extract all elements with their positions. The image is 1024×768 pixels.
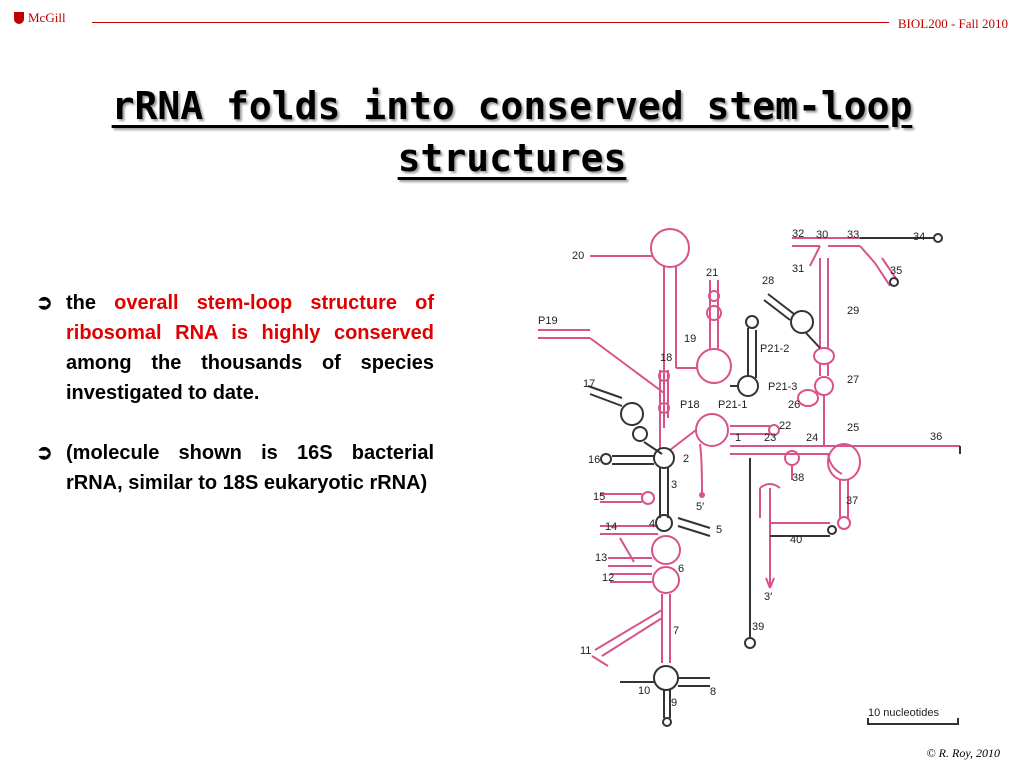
- bullet-1-tail: among the thousands of species investiga…: [66, 352, 434, 404]
- helix-label: 39: [752, 621, 764, 633]
- bullet-2-text: (molecule shown is 16S bacterial rRNA, s…: [66, 442, 434, 494]
- helix-label: 18: [660, 352, 672, 364]
- helix-label: 15: [593, 491, 605, 503]
- helix-label: 9: [671, 697, 677, 709]
- scale-bar-label: 10 nucleotides: [868, 707, 939, 719]
- helix-label: 34: [913, 231, 925, 243]
- helix-label: 5: [716, 524, 722, 536]
- helix-label: 29: [847, 305, 859, 317]
- bullet-1-lead: the: [66, 292, 115, 314]
- helix-label: 11: [580, 645, 591, 657]
- helix-label: 1: [735, 432, 741, 444]
- helix-label: P21-2: [760, 343, 789, 355]
- helix-label: P19: [538, 315, 558, 327]
- helix-label: 4: [649, 518, 655, 530]
- five-prime-label: 5′: [696, 501, 704, 513]
- helix-label: 14: [605, 521, 617, 533]
- helix-label: 7: [673, 625, 679, 637]
- helix-label: 37: [846, 495, 858, 507]
- helix-label: 12: [602, 572, 614, 584]
- helix-label: 17: [583, 378, 595, 390]
- conserved-regions: [538, 228, 960, 667]
- helix-label: P21-3: [768, 381, 797, 393]
- arrow-bullet-icon: ➲: [36, 292, 53, 314]
- helix-label: 38: [792, 472, 804, 484]
- helix-label: 30: [816, 229, 828, 241]
- helix-label: 32: [792, 228, 804, 240]
- arrow-bullet-icon: ➲: [36, 442, 53, 464]
- slide-title: rRNA folds into conserved stem-loop stru…: [40, 80, 984, 184]
- bullet-item-2: ➲ (molecule shown is 16S bacterial rRNA,…: [36, 438, 434, 498]
- helix-label: 36: [930, 431, 942, 443]
- header-institution: McGill: [14, 10, 66, 26]
- mcgill-crest-icon: [14, 12, 24, 24]
- three-prime-arrow-icon: [765, 577, 775, 589]
- helix-label: P21-1: [718, 399, 747, 411]
- bullet-list: ➲ the overall stem-loop structure of rib…: [36, 288, 434, 528]
- helix-label: 24: [806, 432, 818, 444]
- helix-label: 35: [890, 265, 902, 277]
- institution-name: McGill: [28, 10, 66, 25]
- helix-label: 25: [847, 422, 859, 434]
- helix-label: 20: [572, 250, 584, 262]
- copyright-footer: © R. Roy, 2010: [926, 746, 1000, 760]
- bullet-item-1: ➲ the overall stem-loop structure of rib…: [36, 288, 434, 408]
- helix-label: 19: [684, 333, 696, 345]
- helix-label-group: 1 2 3 4 5 6 7 8 9 10 11 12 13 14 15 16 1…: [538, 228, 942, 719]
- helix-label: 2: [683, 453, 689, 465]
- helix-label: 13: [595, 552, 607, 564]
- course-label: BIOL200 - Fall 2010: [897, 16, 1008, 31]
- title-line-1: rRNA folds into conserved stem-loop: [111, 84, 913, 128]
- helix-label: 8: [710, 686, 716, 698]
- helix-label: P18: [680, 399, 700, 411]
- helix-label: 28: [762, 275, 774, 287]
- helix-label: 22: [779, 420, 791, 432]
- helix-label: 6: [678, 563, 684, 575]
- five-prime-marker: [699, 492, 705, 498]
- helix-label: 27: [847, 374, 859, 386]
- helix-label: 40: [790, 534, 802, 546]
- helix-label: 33: [847, 229, 859, 241]
- helix-label: 10: [638, 685, 650, 697]
- helix-label: 16: [588, 454, 600, 466]
- title-line-2: structures: [397, 136, 627, 180]
- helix-label: 31: [792, 263, 804, 275]
- helix-label: 21: [706, 267, 718, 279]
- bullet-1-highlight: overall stem-loop structure of ribosomal…: [66, 292, 435, 344]
- helix-label: 23: [764, 432, 776, 444]
- helix-label: 26: [788, 399, 800, 411]
- helix-label: 3: [671, 479, 677, 491]
- variable-regions: [587, 233, 961, 727]
- rrna-secondary-structure-diagram: 1 2 3 4 5 6 7 8 9 10 11 12 13 14 15 16 1…: [538, 228, 961, 727]
- three-prime-label: 3′: [764, 591, 772, 603]
- header-divider: [92, 22, 889, 23]
